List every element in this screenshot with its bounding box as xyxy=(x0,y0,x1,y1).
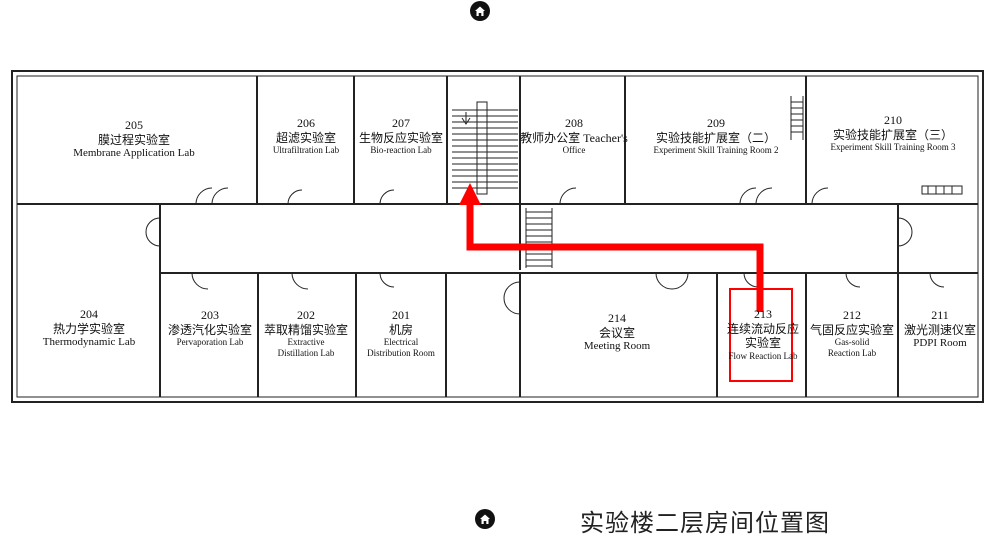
room-name-cn: 连续流动反应 xyxy=(726,321,800,336)
room-name-cn-2: 实验室 xyxy=(744,336,782,351)
route-path xyxy=(466,200,764,312)
room-number: 210 xyxy=(883,113,902,127)
room-211: 211 激光测速仪室 PDPI Room xyxy=(904,308,976,351)
room-name-en: Membrane Application Lab xyxy=(73,147,195,160)
home-icon[interactable] xyxy=(470,1,490,21)
room-214: 214 会议室 Meeting Room xyxy=(584,311,650,354)
room-name-en: Meeting Room xyxy=(583,340,651,353)
room-name-en: Experiment Skill Training Room 3 xyxy=(830,142,956,153)
room-number: 212 xyxy=(842,308,861,322)
room-number: 202 xyxy=(296,308,315,322)
bench-210 xyxy=(921,185,963,195)
room-name-cn: 教师办公室 Teacher's xyxy=(520,130,628,145)
room-name-en-2: Reaction Lab xyxy=(827,348,877,359)
room-210: 210 实验技能扩展室（三） Experiment Skill Training… xyxy=(830,113,955,153)
room-203: 203 渗透汽化实验室 Pervaporation Lab xyxy=(168,308,252,348)
room-name-cn: 膜过程实验室 xyxy=(97,132,171,147)
room-208: 208 教师办公室 Teacher's Office xyxy=(520,116,628,156)
room-name-cn: 超滤实验室 xyxy=(275,130,337,145)
room-205: 205 膜过程实验室 Membrane Application Lab xyxy=(73,118,195,161)
room-number: 214 xyxy=(608,311,626,325)
outer-wall-inner xyxy=(16,75,979,398)
room-name-en-2: Distillation Lab xyxy=(277,348,335,359)
room-212: 212 气固反应实验室 Gas-solid Reaction Lab xyxy=(810,308,894,359)
room-209: 209 实验技能扩展室（二） Experiment Skill Training… xyxy=(653,116,778,156)
room-number: 209 xyxy=(706,116,725,130)
room-name-en: Experiment Skill Training Room 2 xyxy=(653,145,779,156)
room-name-cn: 激光测速仪室 xyxy=(903,322,977,337)
room-name-en: Gas-solid xyxy=(834,337,870,348)
room-name-en: Office xyxy=(562,145,586,156)
room-202: 202 萃取精馏实验室 Extractive Distillation Lab xyxy=(264,308,348,359)
corridor-stairs xyxy=(525,208,553,268)
room-name-cn: 会议室 xyxy=(598,325,635,340)
room-name-en: Electrical xyxy=(383,337,419,348)
room-name-cn: 渗透汽化实验室 xyxy=(167,322,253,337)
room-number: 203 xyxy=(200,308,219,322)
home-icon-bottom[interactable] xyxy=(475,509,495,529)
ladder-209 xyxy=(790,96,804,140)
room-name-en: Bio-reaction Lab xyxy=(370,145,432,156)
room-name-en: Ultrafiltration Lab xyxy=(272,145,340,156)
room-name-cn: 萃取精馏实验室 xyxy=(263,322,349,337)
room-number: 207 xyxy=(391,116,410,130)
room-number: 205 xyxy=(124,118,143,132)
main-staircase xyxy=(452,101,518,195)
room-name-en: Thermodynamic Lab xyxy=(42,336,136,349)
room-name-cn: 机房 xyxy=(388,322,414,337)
room-207: 207 生物反应实验室 Bio-reaction Lab xyxy=(359,116,443,156)
route-arrowhead xyxy=(459,183,481,205)
room-number: 208 xyxy=(564,116,583,130)
room-204: 204 热力学实验室 Thermodynamic Lab xyxy=(43,307,136,350)
room-name-en: Pervaporation Lab xyxy=(176,337,244,348)
room-name-cn: 实验技能扩展室（三） xyxy=(832,127,954,142)
room-201: 201 机房 Electrical Distribution Room xyxy=(367,308,435,359)
room-number: 211 xyxy=(931,308,949,322)
room-name-cn: 气固反应实验室 xyxy=(809,322,895,337)
floor-plan-caption: 实验楼二层房间位置图 xyxy=(580,509,830,537)
room-name-cn: 生物反应实验室 xyxy=(358,130,444,145)
room-number: 201 xyxy=(391,308,410,322)
room-name-cn: 热力学实验室 xyxy=(52,321,125,336)
room-number: 213 xyxy=(753,307,772,321)
room-name-en: Flow Reaction Lab xyxy=(728,350,798,361)
room-213: 213 连续流动反应 实验室 Flow Reaction Lab xyxy=(727,307,799,362)
room-number: 206 xyxy=(296,116,315,130)
room-name-en: Extractive xyxy=(287,337,325,348)
room-number: 204 xyxy=(80,307,98,321)
outer-wall xyxy=(11,70,984,403)
room-name-en: PDPI Room xyxy=(913,337,967,350)
room-name-cn: 实验技能扩展室（二） xyxy=(655,130,777,145)
room-name-en-2: Distribution Room xyxy=(367,348,435,359)
room-206: 206 超滤实验室 Ultrafiltration Lab xyxy=(273,116,339,156)
